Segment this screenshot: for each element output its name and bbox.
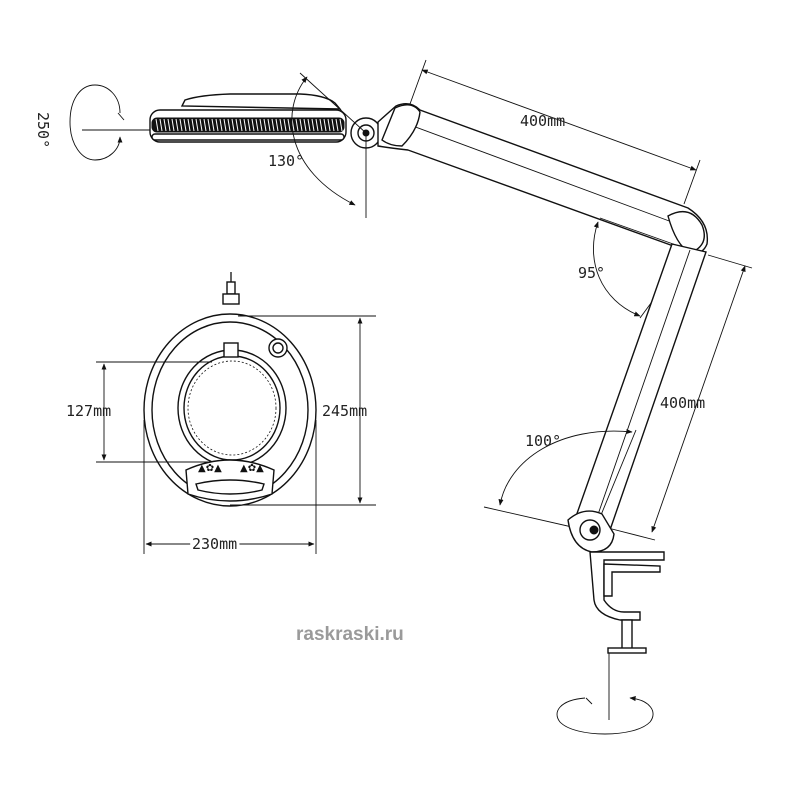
vent-tick bbox=[219, 118, 223, 132]
vent-tick bbox=[227, 118, 231, 132]
vent-tick bbox=[155, 118, 159, 132]
base-clamp bbox=[567, 510, 665, 720]
lower-arm bbox=[573, 243, 707, 531]
head-tilt-label: 130° bbox=[268, 152, 304, 170]
upper-arm-dimension: 400mm bbox=[409, 59, 701, 205]
vent-tick bbox=[211, 118, 215, 132]
vent-tick bbox=[243, 118, 247, 132]
vent-tick bbox=[255, 118, 259, 132]
vent-tick bbox=[239, 118, 243, 132]
lamp-head-front-view: ▲✿▲ ▲✿▲ bbox=[143, 272, 317, 507]
vent-tick bbox=[271, 118, 275, 132]
vent-tick bbox=[203, 118, 207, 132]
vent-tick bbox=[287, 118, 291, 132]
lower-arm-label: 400mm bbox=[660, 394, 705, 412]
vent-tick bbox=[207, 118, 211, 132]
watermark: raskraski.ru bbox=[296, 624, 404, 645]
vent-tick bbox=[215, 118, 219, 132]
lower-arm-dimension: 400mm bbox=[607, 254, 753, 541]
vent-tick bbox=[163, 118, 167, 132]
vent-tick bbox=[187, 118, 191, 132]
head-rotation-indicator: 250° bbox=[34, 84, 150, 161]
base-rotation-indicator bbox=[556, 696, 654, 735]
head-rotation-label: 250° bbox=[34, 112, 52, 148]
vent-tick bbox=[179, 118, 183, 132]
head-width-label: 230mm bbox=[192, 535, 237, 553]
svg-text:▲✿▲: ▲✿▲ bbox=[198, 463, 222, 474]
vent-tick bbox=[159, 118, 163, 132]
vent-tick bbox=[263, 118, 267, 132]
lamp-head-side-view bbox=[149, 93, 347, 143]
vent-tick bbox=[231, 118, 235, 132]
front-view-dimensions: 245mm 127mm 230mm bbox=[66, 315, 376, 556]
vent-tick bbox=[279, 118, 283, 132]
lens-diameter-label: 127mm bbox=[66, 402, 111, 420]
svg-text:▲✿▲: ▲✿▲ bbox=[240, 463, 264, 474]
elbow-angle-label: 95° bbox=[578, 264, 605, 282]
vent-tick bbox=[199, 118, 203, 132]
vent-tick bbox=[275, 118, 279, 132]
head-height-label: 245mm bbox=[322, 402, 367, 420]
vent-tick bbox=[295, 118, 299, 132]
vent-tick bbox=[183, 118, 187, 132]
vent-tick bbox=[247, 118, 251, 132]
vent-tick bbox=[191, 118, 195, 132]
elbow-angle: 95° bbox=[578, 217, 691, 319]
vent-tick bbox=[167, 118, 171, 132]
vent-tick bbox=[175, 118, 179, 132]
vent-tick bbox=[195, 118, 199, 132]
vent-tick bbox=[251, 118, 255, 132]
vent-tick bbox=[291, 118, 295, 132]
vent-tick bbox=[171, 118, 175, 132]
vent-tick bbox=[235, 118, 239, 132]
upper-arm-label: 400mm bbox=[520, 112, 565, 130]
vent-tick bbox=[283, 118, 287, 132]
vent-tick bbox=[267, 118, 271, 132]
vent-tick bbox=[259, 118, 263, 132]
base-angle-label: 100° bbox=[525, 432, 561, 450]
vent-tick bbox=[223, 118, 227, 132]
head-tilt-angle: 130° bbox=[268, 72, 367, 218]
